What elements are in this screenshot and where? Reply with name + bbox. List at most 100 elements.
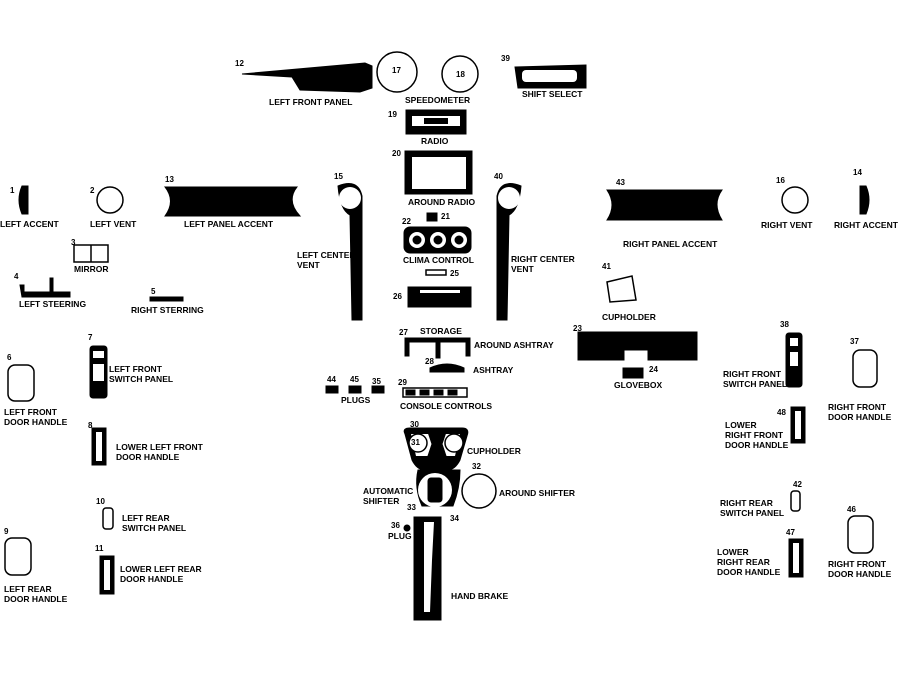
part-number: 19 — [388, 110, 397, 119]
part-label: CUPHOLDER — [602, 312, 656, 322]
part-number: 41 — [602, 262, 611, 271]
part-14-shape — [859, 185, 870, 215]
part-label: HAND BRAKE — [451, 591, 509, 601]
part-number: 24 — [649, 365, 658, 374]
part-label: CONSOLE CONTROLS — [400, 401, 493, 411]
part-label: LEFT FRONT PANEL — [269, 97, 353, 107]
part-number: 35 — [372, 377, 381, 386]
part-25-shape — [425, 269, 447, 276]
part-label: LEFT FRONT DOOR HANDLE — [4, 407, 68, 427]
part-number: 20 — [392, 149, 401, 158]
part-number: 37 — [850, 337, 859, 346]
part-number: 23 — [573, 324, 582, 333]
part-32-shape — [461, 473, 497, 509]
part-number: 43 — [616, 178, 625, 187]
part-17-shape — [376, 51, 418, 93]
part-label: STORAGE — [420, 326, 462, 336]
part-number: 28 — [425, 357, 434, 366]
part-23-shape — [577, 331, 698, 361]
part-45-shape — [348, 385, 362, 394]
part-6-shape — [7, 364, 35, 402]
part-label: LEFT REAR SWITCH PANEL — [122, 513, 187, 533]
part-label: RADIO — [421, 136, 449, 146]
part-label: RIGHT ACCENT — [834, 220, 898, 230]
part-label: LEFT CENTER VENT — [297, 250, 356, 270]
part-number: 46 — [847, 505, 856, 514]
part-number: 44 — [327, 375, 336, 384]
part-label: PLUG — [388, 531, 412, 541]
part-label: LEFT ACCENT — [0, 219, 59, 229]
part-number: 7 — [88, 333, 93, 342]
part-label: LOWER RIGHT REAR DOOR HANDLE — [717, 547, 781, 577]
part-label: MIRROR — [74, 264, 109, 274]
part-4-shape — [19, 277, 71, 298]
part-37-shape — [852, 349, 878, 388]
part-number: 12 — [235, 59, 244, 68]
part-36-shape — [403, 524, 411, 532]
part-number: 10 — [96, 497, 105, 506]
part-1-shape — [18, 185, 29, 215]
part-number: 13 — [165, 175, 174, 184]
part-40-shape — [496, 183, 522, 321]
part-label: LEFT VENT — [90, 219, 137, 229]
part-label: RIGHT CENTER VENT — [511, 254, 575, 274]
part-number: 22 — [402, 217, 411, 226]
part-label: AUTOMATIC SHIFTER — [363, 486, 414, 506]
part-number: 9 — [4, 527, 9, 536]
part-number: 33 — [407, 503, 416, 512]
part-number: 29 — [398, 378, 407, 387]
part-label: AROUND SHIFTER — [499, 488, 576, 498]
part-label: RIGHT STERRING — [131, 305, 204, 315]
part-24-shape — [622, 367, 644, 379]
part-10-shape — [102, 507, 114, 530]
part-18-shape — [441, 55, 479, 93]
part-number: 3 — [71, 238, 76, 247]
part-number: 5 — [151, 287, 156, 296]
part-number: 30 — [410, 420, 419, 429]
part-number: 39 — [501, 54, 510, 63]
part-number: 26 — [393, 292, 402, 301]
part-number: 21 — [441, 212, 450, 221]
part-number: 1 — [10, 186, 15, 195]
part-43-shape — [606, 189, 723, 221]
part-label: RIGHT FRONT DOOR HANDLE — [828, 402, 892, 422]
part-number: 8 — [88, 421, 93, 430]
part-number: 2 — [90, 186, 95, 195]
part-label: CUPHOLDER — [467, 446, 521, 456]
part-number: 42 — [793, 480, 802, 489]
part-16-shape — [781, 186, 809, 214]
part-number: 25 — [450, 269, 459, 278]
part-41-shape — [606, 275, 637, 303]
part-42-shape — [790, 490, 801, 512]
part-label: LOWER LEFT FRONT DOOR HANDLE — [116, 442, 203, 462]
part-label: SHIFT SELECT — [522, 89, 583, 99]
part-label: RIGHT FRONT SWITCH PANEL — [723, 369, 788, 389]
part-label: LOWER LEFT REAR DOOR HANDLE — [120, 564, 202, 584]
part-label: RIGHT VENT — [761, 220, 813, 230]
part-44-shape — [325, 385, 339, 394]
part-label: LEFT FRONT SWITCH PANEL — [109, 364, 174, 384]
part-number: 15 — [334, 172, 343, 181]
part-number: 47 — [786, 528, 795, 537]
part-number: 11 — [95, 544, 104, 553]
part-label: LEFT PANEL ACCENT — [184, 219, 274, 229]
part-number: 17 — [392, 66, 401, 75]
part-label: AROUND RADIO — [408, 197, 476, 207]
part-number: 45 — [350, 375, 359, 384]
part-number: 14 — [853, 168, 862, 177]
part-2-shape — [96, 186, 124, 214]
around-ashtray-label: AROUND ASHTRAY — [474, 340, 554, 350]
part-label: LEFT REAR DOOR HANDLE — [4, 584, 68, 604]
part-number: 31 — [411, 438, 420, 447]
part-number: 16 — [776, 176, 785, 185]
part-5-shape — [149, 296, 184, 302]
part-9-shape — [4, 537, 32, 576]
part-46-shape — [847, 515, 874, 554]
part-number: 48 — [777, 408, 786, 417]
part-number: 36 — [391, 521, 400, 530]
part-13-shape — [163, 186, 302, 217]
part-31-shape — [427, 431, 447, 457]
part-label: CLIMA CONTROL — [403, 255, 474, 265]
part-35-shape — [371, 385, 385, 394]
